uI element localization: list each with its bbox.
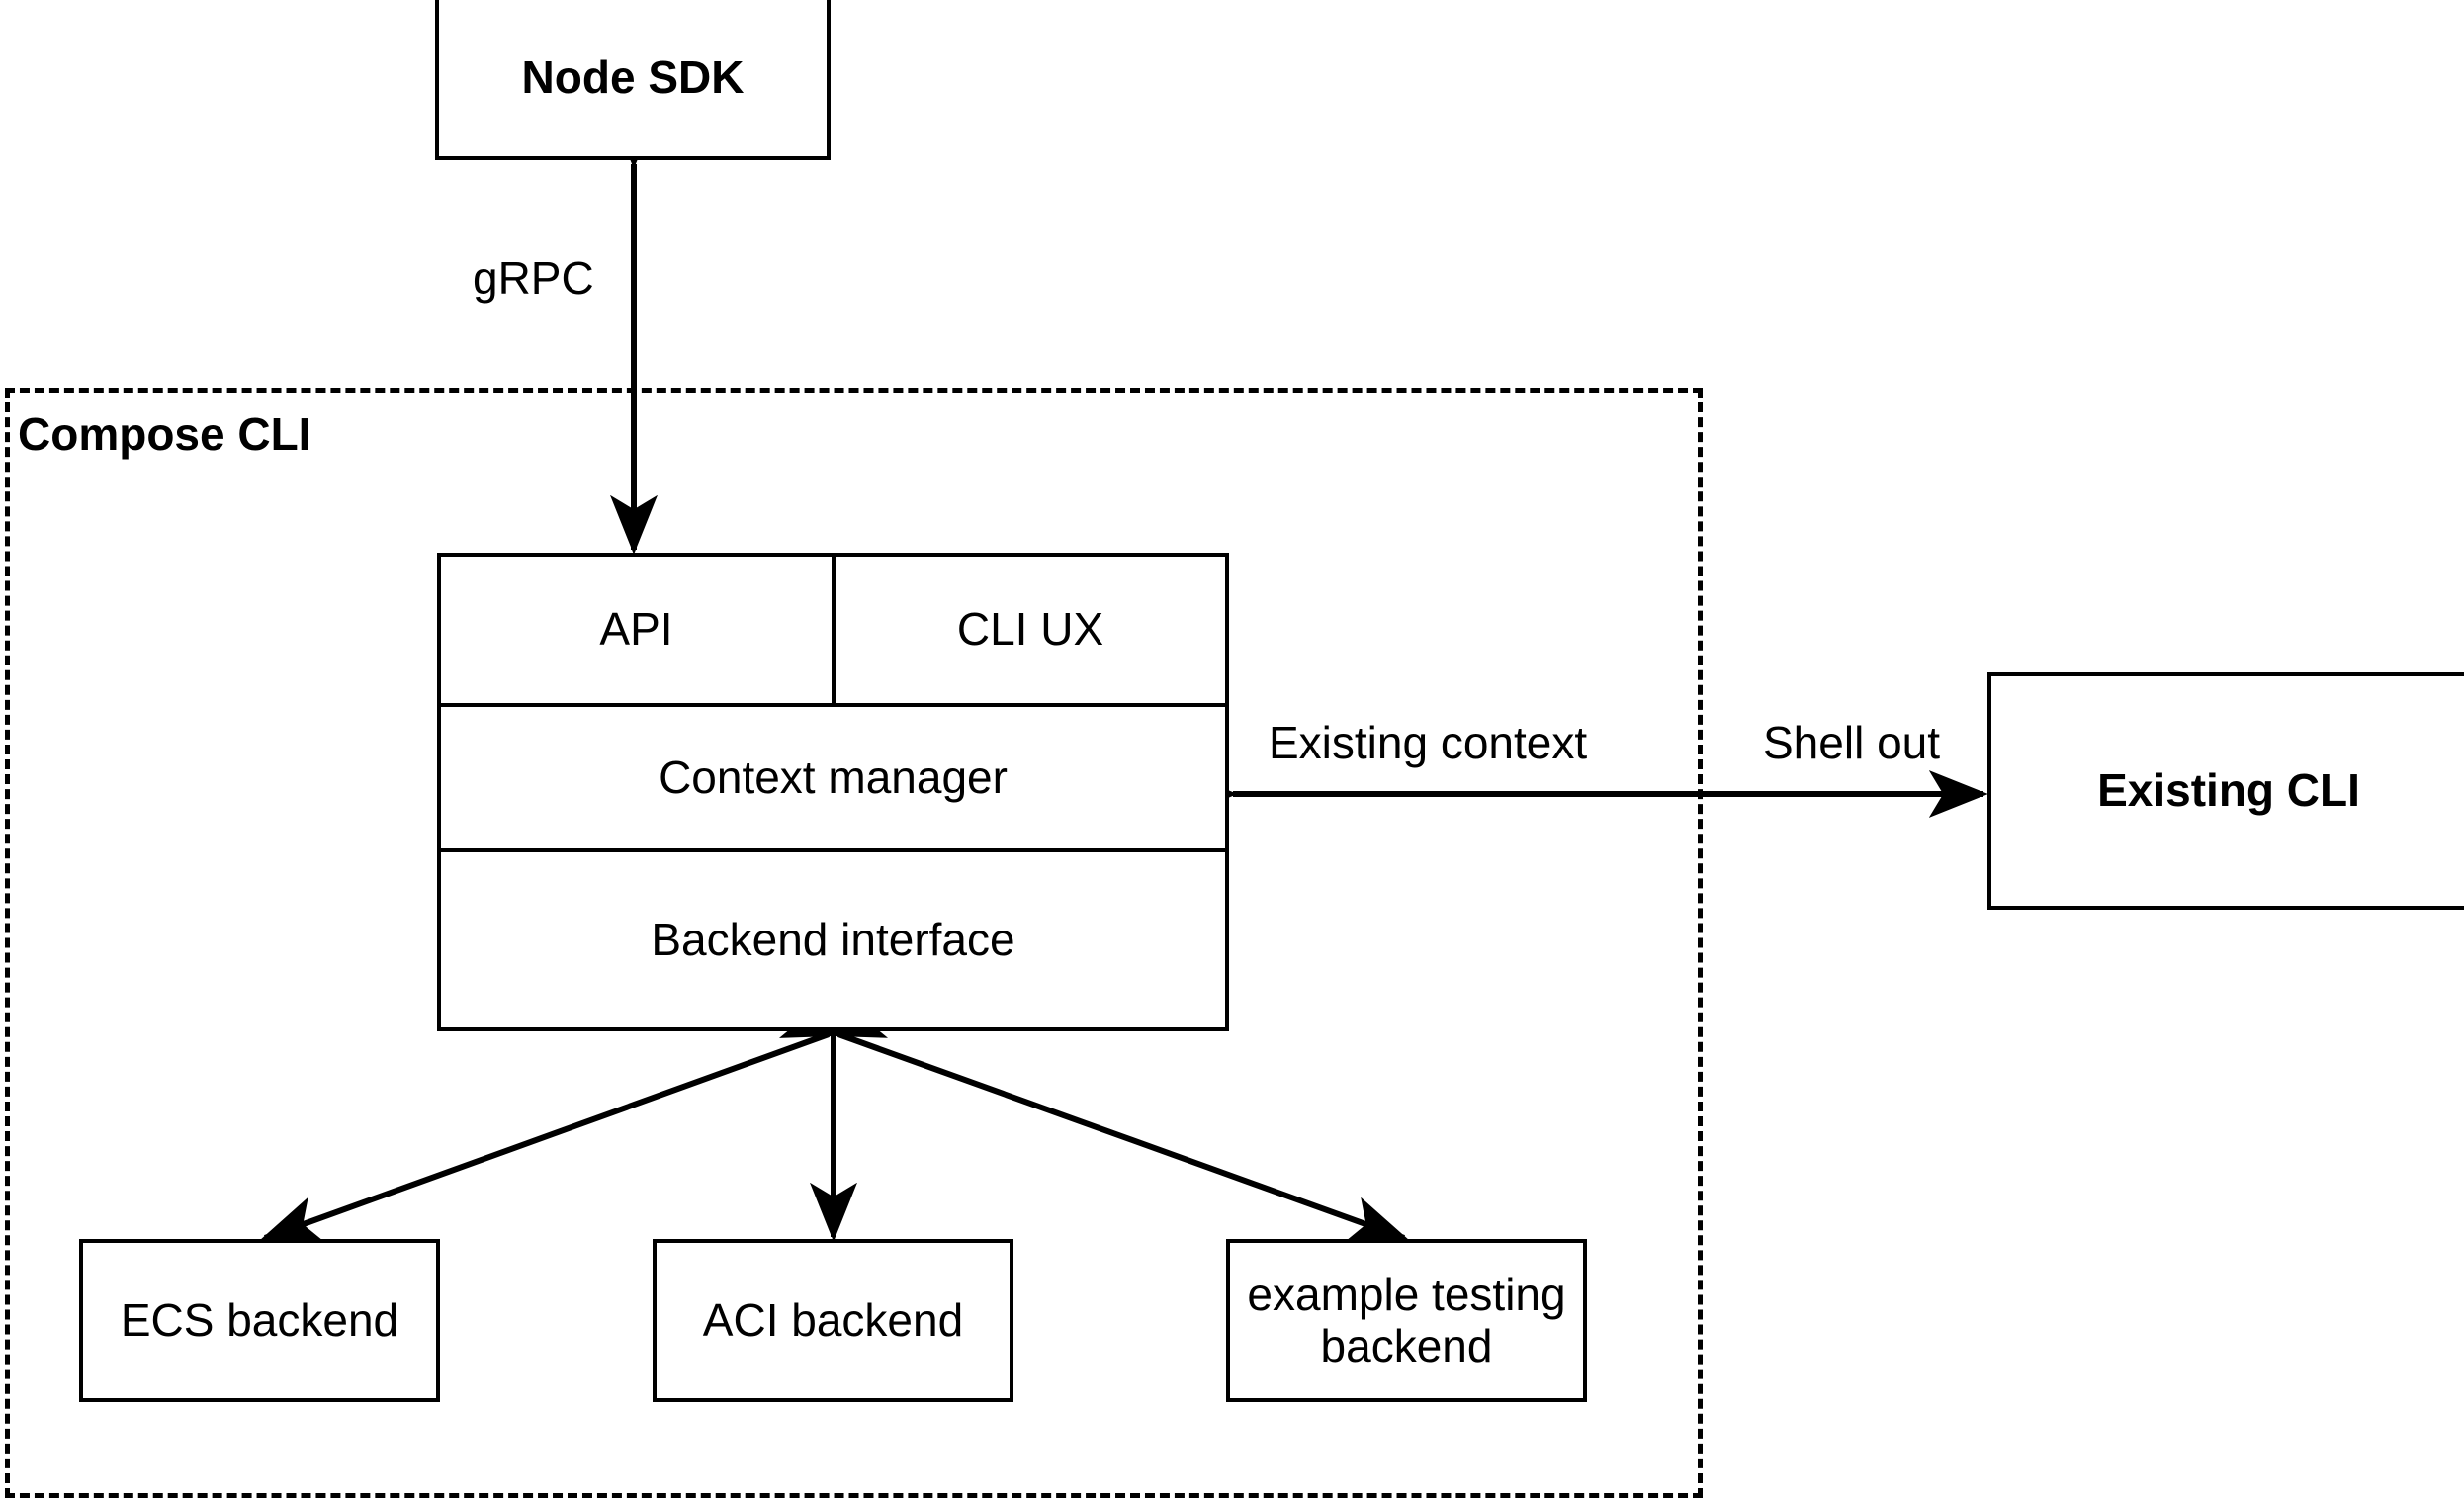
node-example-testing-backend[interactable]: example testing backend — [1226, 1239, 1587, 1402]
connector-example-testing — [778, 993, 1409, 1242]
node-aci-backend[interactable]: ACI backend — [653, 1239, 1013, 1402]
node-example-testing-backend-line2: backend — [1320, 1319, 1493, 1372]
stack-divider-row2 — [437, 848, 1229, 852]
group-compose-cli — [5, 388, 1703, 1498]
node-ecs-backend[interactable]: ECS backend — [79, 1239, 440, 1402]
edge-label-existing-context: Existing context — [1269, 717, 1588, 768]
node-existing-cli[interactable]: Existing CLI — [1987, 672, 2464, 910]
edge-label-shell-out: Shell out — [1763, 717, 1941, 768]
node-cli-ux[interactable]: CLI UX — [956, 603, 1104, 656]
node-api[interactable]: API — [599, 603, 673, 656]
group-compose-cli-label: Compose CLI — [18, 408, 311, 460]
node-backend-interface[interactable]: Backend interface — [651, 913, 1015, 965]
node-context-manager[interactable]: Context manager — [659, 751, 1008, 803]
node-node-sdk[interactable]: Node SDK — [435, 0, 831, 160]
connector-ecs — [260, 993, 889, 1242]
stack-divider-api-cliux — [832, 553, 836, 703]
edge-label-grpc: gRPC — [473, 252, 594, 304]
stack-divider-row1 — [437, 703, 1229, 707]
node-example-testing-backend-line1: example testing — [1247, 1268, 1566, 1320]
